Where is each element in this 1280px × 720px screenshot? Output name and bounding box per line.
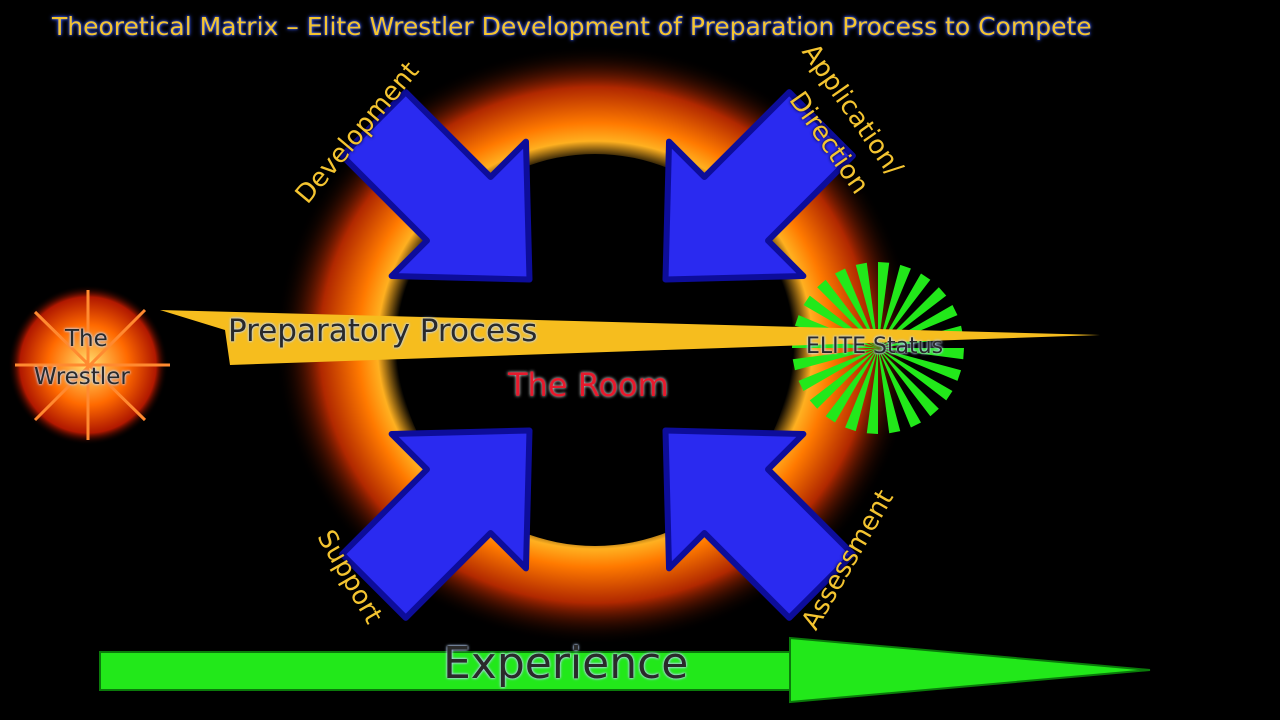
elite-burst-ray [792,348,878,371]
elite-burst-ray [835,268,878,348]
elite-burst-ray [878,348,953,401]
elite-burst-ray [878,348,962,381]
wrestler-burst-icon [8,285,170,445]
experience-arrow [99,636,1151,704]
elite-burst-ray [855,262,878,348]
the-room-label: The Room [508,366,669,404]
elite-burst-ray [878,262,890,348]
elite-burst-ray [878,348,901,434]
page-title: Theoretical Matrix – Elite Wrestler Deve… [52,12,1092,41]
elite-burst-ray [809,348,878,409]
preparatory-process-label: Preparatory Process [228,313,538,349]
elite-burst-ray [878,348,964,360]
elite-burst-ray [845,348,878,432]
elite-burst-ray [878,348,921,428]
elite-burst-ray [866,348,878,434]
elite-burst-icon [792,262,964,434]
elite-burst-ray [878,273,931,348]
wrestler-label-line2: Wrestler [34,364,130,390]
elite-status-label: ELITE Status [806,334,944,359]
wrestler-label-line1: The [65,326,108,352]
preparatory-wedge [160,310,1100,365]
elite-burst-ray [878,264,911,348]
experience-label: Experience [443,638,689,689]
elite-burst-ray [798,348,878,391]
elite-burst-ray [825,348,878,423]
elite-burst-ray [878,348,939,417]
